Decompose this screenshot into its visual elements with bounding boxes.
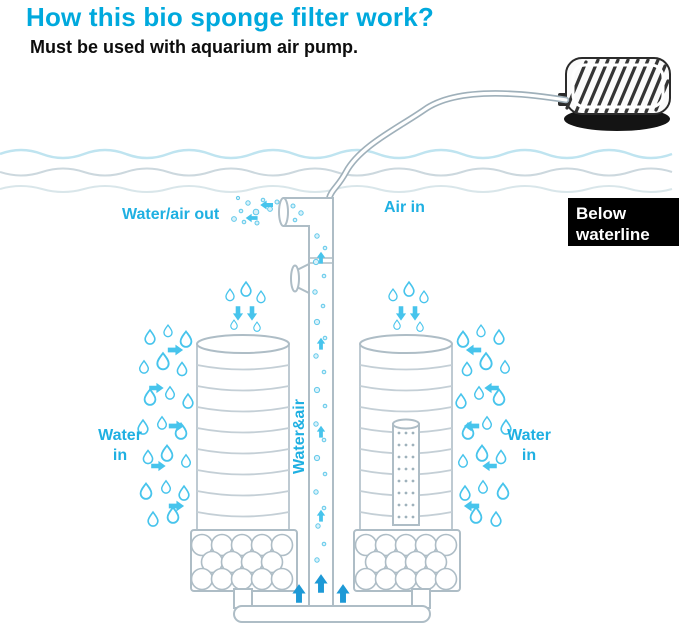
suction-cup	[290, 262, 310, 295]
water-droplet-icon	[499, 360, 511, 374]
droplet-cluster-left	[137, 324, 194, 527]
air-pump	[558, 57, 671, 131]
label-air-in: Air in	[384, 199, 425, 216]
water-droplet-icon	[475, 444, 489, 462]
strainer-tube	[392, 418, 420, 526]
badge-line-1: Below	[576, 204, 627, 223]
page-subtitle: Must be used with aquarium air pump.	[30, 37, 359, 57]
water-droplet-icon	[416, 321, 424, 332]
badge-background	[568, 198, 679, 246]
flow-arrow-icon	[232, 306, 244, 321]
svg-text:in: in	[113, 447, 127, 464]
water-droplet-icon	[139, 482, 153, 500]
flow-arrow-icon	[409, 306, 421, 321]
label-water-in-right: Water in	[507, 427, 551, 464]
air-line-tube	[325, 90, 570, 203]
pump-stripes	[565, 58, 670, 114]
water-droplet-icon	[490, 511, 502, 527]
water-droplet-icon	[156, 352, 170, 371]
sponge-cylinder-left	[196, 334, 290, 536]
water-droplet-icon	[476, 324, 486, 338]
water-droplet-icon	[479, 352, 493, 371]
water-droplet-icon	[156, 416, 168, 430]
water-droplet-icon	[253, 321, 261, 332]
flow-arrow-icon	[395, 306, 407, 321]
water-droplet-icon	[493, 329, 505, 345]
water-droplet-icon	[256, 290, 266, 304]
pump-rim-highlight	[571, 63, 665, 109]
svg-text:Water: Water	[507, 427, 551, 444]
media-basket-left	[190, 529, 298, 592]
water-droplet-icon	[459, 485, 471, 501]
svg-text:in: in	[522, 447, 536, 464]
water-droplet-icon	[477, 480, 489, 494]
water-droplet-icon	[461, 361, 473, 377]
water-droplet-icon	[495, 449, 507, 465]
water-droplet-icon	[160, 480, 172, 494]
flow-arrow-icon	[246, 306, 258, 321]
water-droplet-icon	[455, 393, 467, 409]
water-droplet-icon	[457, 454, 469, 468]
water-droplet-icon	[473, 386, 485, 400]
flow-arrow-icon	[167, 344, 184, 356]
water-droplet-icon	[481, 416, 493, 430]
water-droplet-icon	[144, 329, 156, 345]
riser-tube-body	[283, 198, 333, 608]
water-droplet-icon	[240, 281, 252, 297]
flow-arrow-icon	[336, 584, 350, 603]
water-droplet-icon	[143, 388, 157, 406]
water-droplet-icon	[469, 506, 483, 524]
water-droplet-icon	[403, 281, 415, 297]
badge-line-2: waterline	[575, 225, 650, 244]
media-basket-right	[353, 529, 461, 592]
label-water-air-out: Water/air out	[122, 206, 220, 223]
outlet-opening	[278, 197, 289, 227]
water-droplet-icon	[179, 330, 193, 348]
outlet-spray	[231, 195, 280, 226]
water-droplet-icon	[180, 454, 192, 468]
water-droplet-icon	[388, 288, 398, 302]
droplet-cluster-top-right	[388, 281, 429, 332]
water-droplet-icon	[496, 482, 510, 500]
water-droplet-icon	[419, 290, 429, 304]
below-waterline-badge: Below waterline	[568, 198, 679, 246]
water-droplet-icon	[142, 449, 154, 465]
water-droplet-icon	[163, 324, 173, 338]
water-droplet-icon	[160, 444, 174, 462]
bubbles-in-tube	[290, 203, 328, 563]
bottom-pipes	[233, 588, 431, 623]
water-droplet-icon	[225, 288, 235, 302]
flow-arrow-icon	[482, 460, 497, 472]
water-droplet-icon	[138, 360, 150, 374]
flow-arrow-icon	[465, 344, 482, 356]
droplet-cluster-right	[455, 324, 512, 527]
water-droplet-icon	[164, 386, 176, 400]
water-droplet-icon	[182, 393, 194, 409]
sponge-cylinder-right	[359, 334, 453, 536]
water-droplet-icon	[456, 330, 470, 348]
svg-text:Water: Water	[98, 427, 142, 444]
label-water-in-left: Water in	[98, 427, 142, 464]
flow-arrow-icon	[151, 460, 166, 472]
label-water-and-air: Water&air	[291, 399, 308, 474]
water-droplet-icon	[492, 388, 506, 406]
water-droplet-icon	[393, 319, 401, 330]
droplet-cluster-top-left	[225, 281, 266, 332]
riser-tube-outline	[283, 197, 334, 608]
page-title: How this bio sponge filter work?	[26, 2, 434, 32]
water-droplet-icon	[176, 361, 188, 377]
water-droplet-icon	[147, 511, 159, 527]
water-droplet-icon	[178, 485, 190, 501]
water-droplet-icon	[230, 319, 238, 330]
